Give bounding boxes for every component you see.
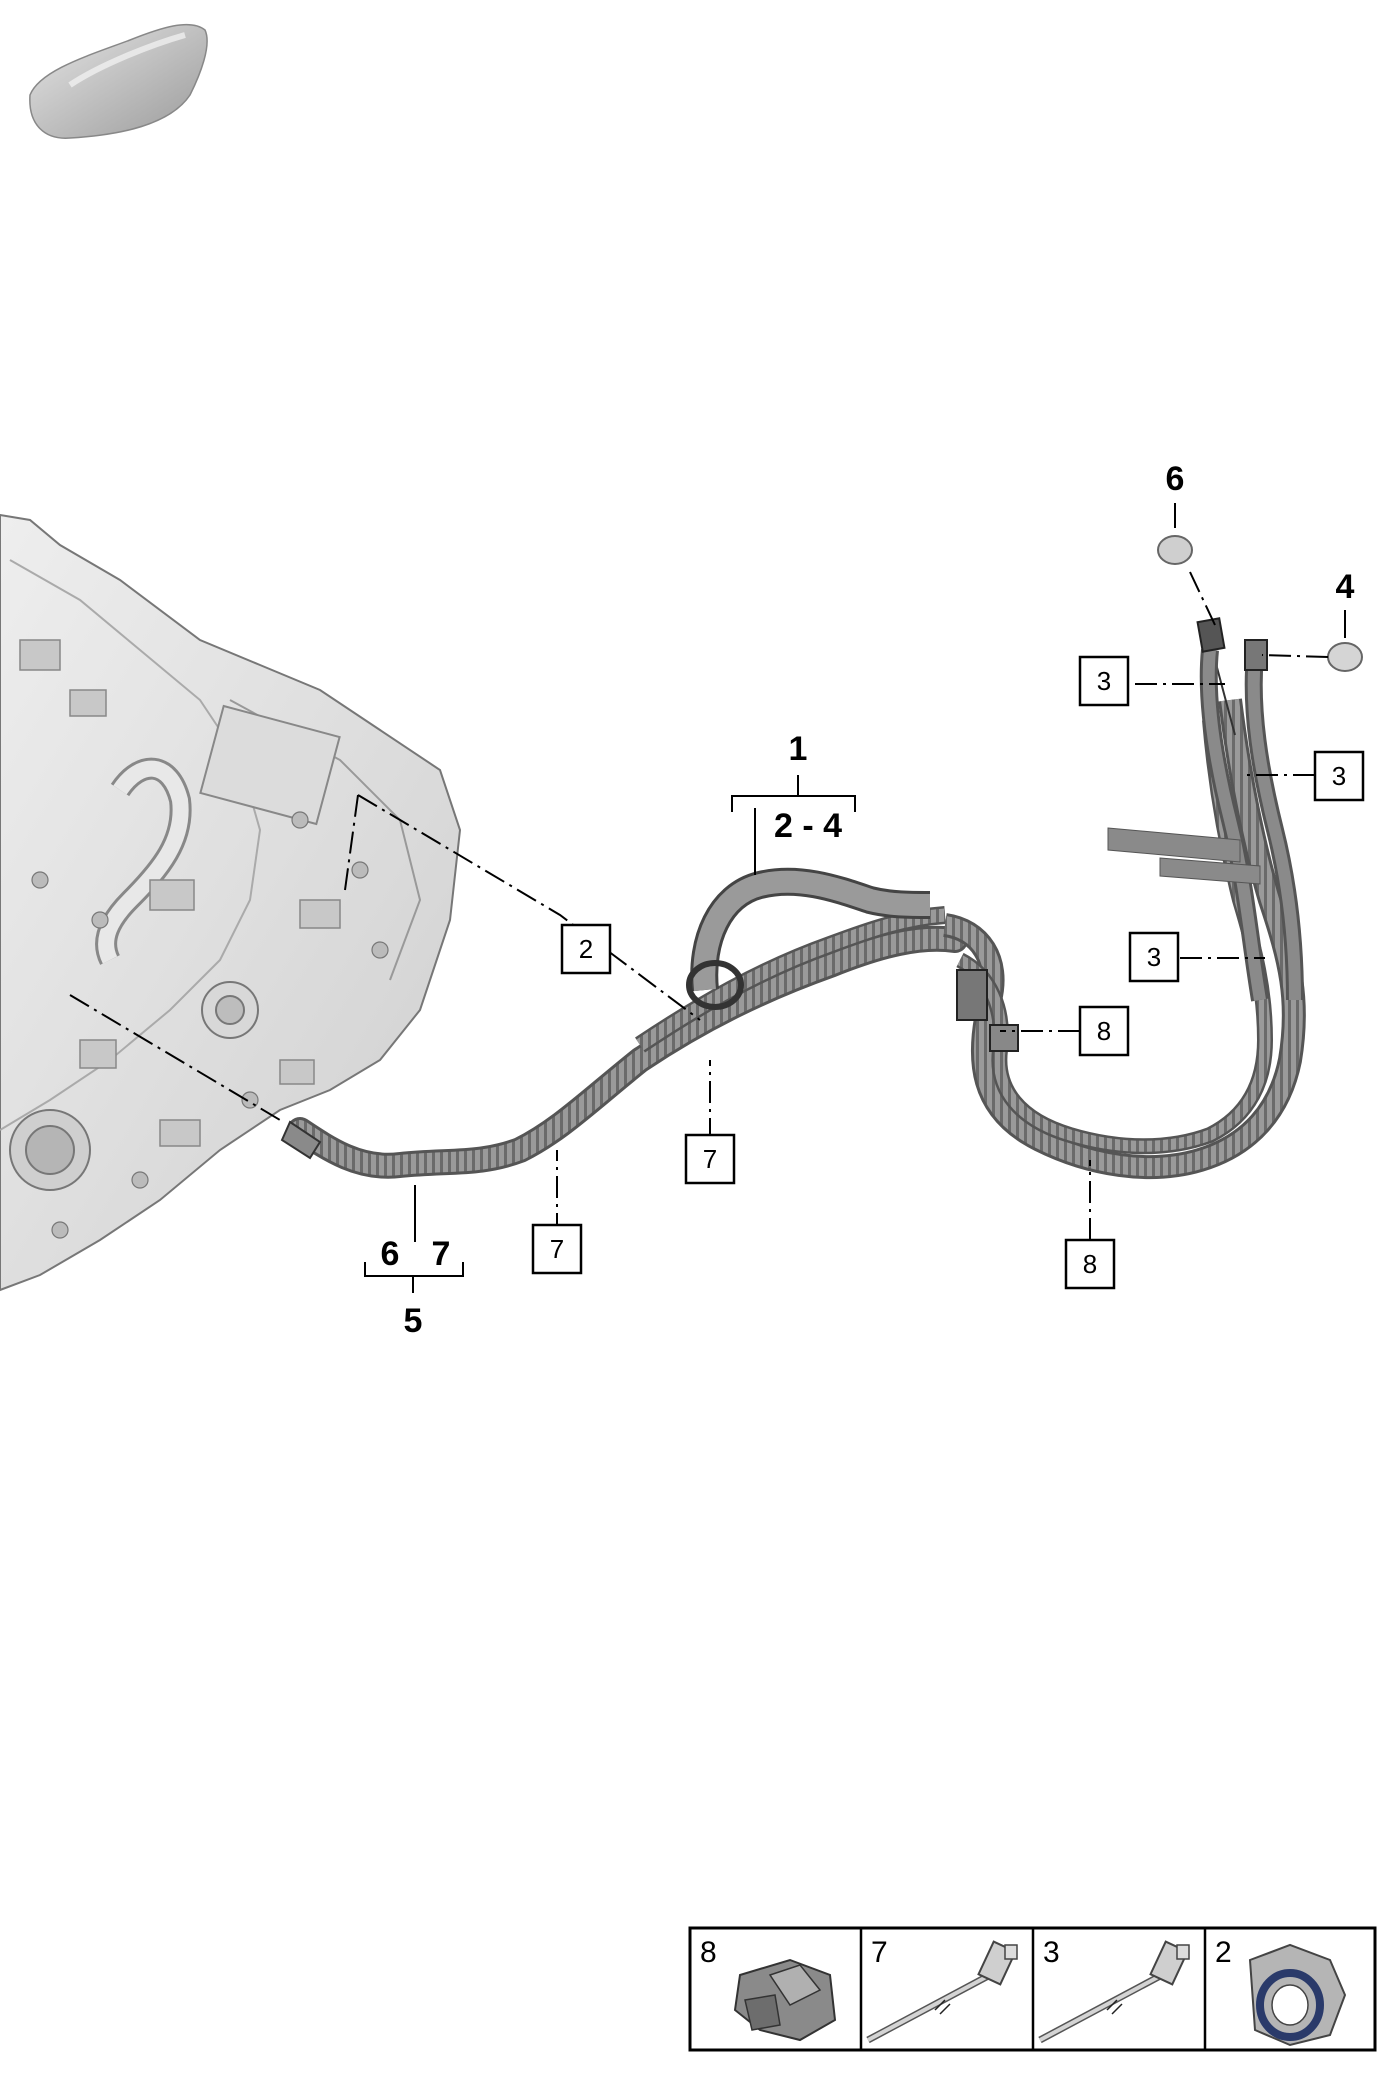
parts-legend: 8 7 3 (688, 1926, 1377, 2052)
hose-clamp-icon (1248, 1943, 1347, 2047)
svg-text:8: 8 (1083, 1249, 1097, 1279)
cap-part-4 (1327, 642, 1363, 672)
callout-6-top: 6 (1166, 460, 1185, 498)
callout-7-bottom: 7 (432, 1235, 451, 1273)
vehicle-icon (29, 23, 208, 139)
svg-text:2: 2 (579, 934, 593, 964)
callout-5: 5 (404, 1302, 423, 1340)
legend-cell-2: 2 (1215, 1936, 1347, 2047)
box-callout-3-top: 3 (1078, 655, 1130, 707)
svg-text:2: 2 (1215, 1936, 1232, 1969)
box-callout-7-mid: 7 (684, 1133, 736, 1185)
box-callout-7-left: 7 (531, 1223, 583, 1275)
engine-block-illustration (0, 513, 462, 1292)
svg-text:3: 3 (1043, 1936, 1060, 1969)
box-callout-2: 2 (560, 923, 612, 975)
legend-cell-3: 3 (1038, 1936, 1190, 2044)
svg-text:7: 7 (550, 1234, 564, 1264)
box-callout-3-right: 3 (1313, 750, 1365, 802)
svg-text:3: 3 (1147, 942, 1161, 972)
svg-text:7: 7 (871, 1936, 888, 1969)
box-callout-8-right: 8 (1078, 1005, 1130, 1057)
svg-text:3: 3 (1097, 666, 1111, 696)
cable-tie-icon (1038, 1940, 1190, 2044)
cap-part-6 (1157, 535, 1193, 565)
box-callout-3-mid: 3 (1128, 931, 1180, 983)
cable-tie-icon (866, 1940, 1018, 2044)
svg-text:8: 8 (1097, 1016, 1111, 1046)
wiring-harness (280, 617, 1306, 1180)
legend-cell-7: 7 (866, 1936, 1018, 2044)
callout-2-4: 2 - 4 (774, 807, 842, 845)
svg-text:7: 7 (703, 1144, 717, 1174)
legend-cell-8: 8 (700, 1936, 837, 2042)
svg-text:8: 8 (700, 1936, 717, 1969)
callout-4-top: 4 (1336, 568, 1355, 606)
box-callout-8-bottom: 8 (1064, 1238, 1116, 1290)
leader-lines (69, 503, 1346, 1293)
clip-icon (733, 1958, 837, 2042)
svg-text:3: 3 (1332, 761, 1346, 791)
callout-6-bottom: 6 (381, 1235, 400, 1273)
callout-1: 1 (789, 730, 808, 768)
